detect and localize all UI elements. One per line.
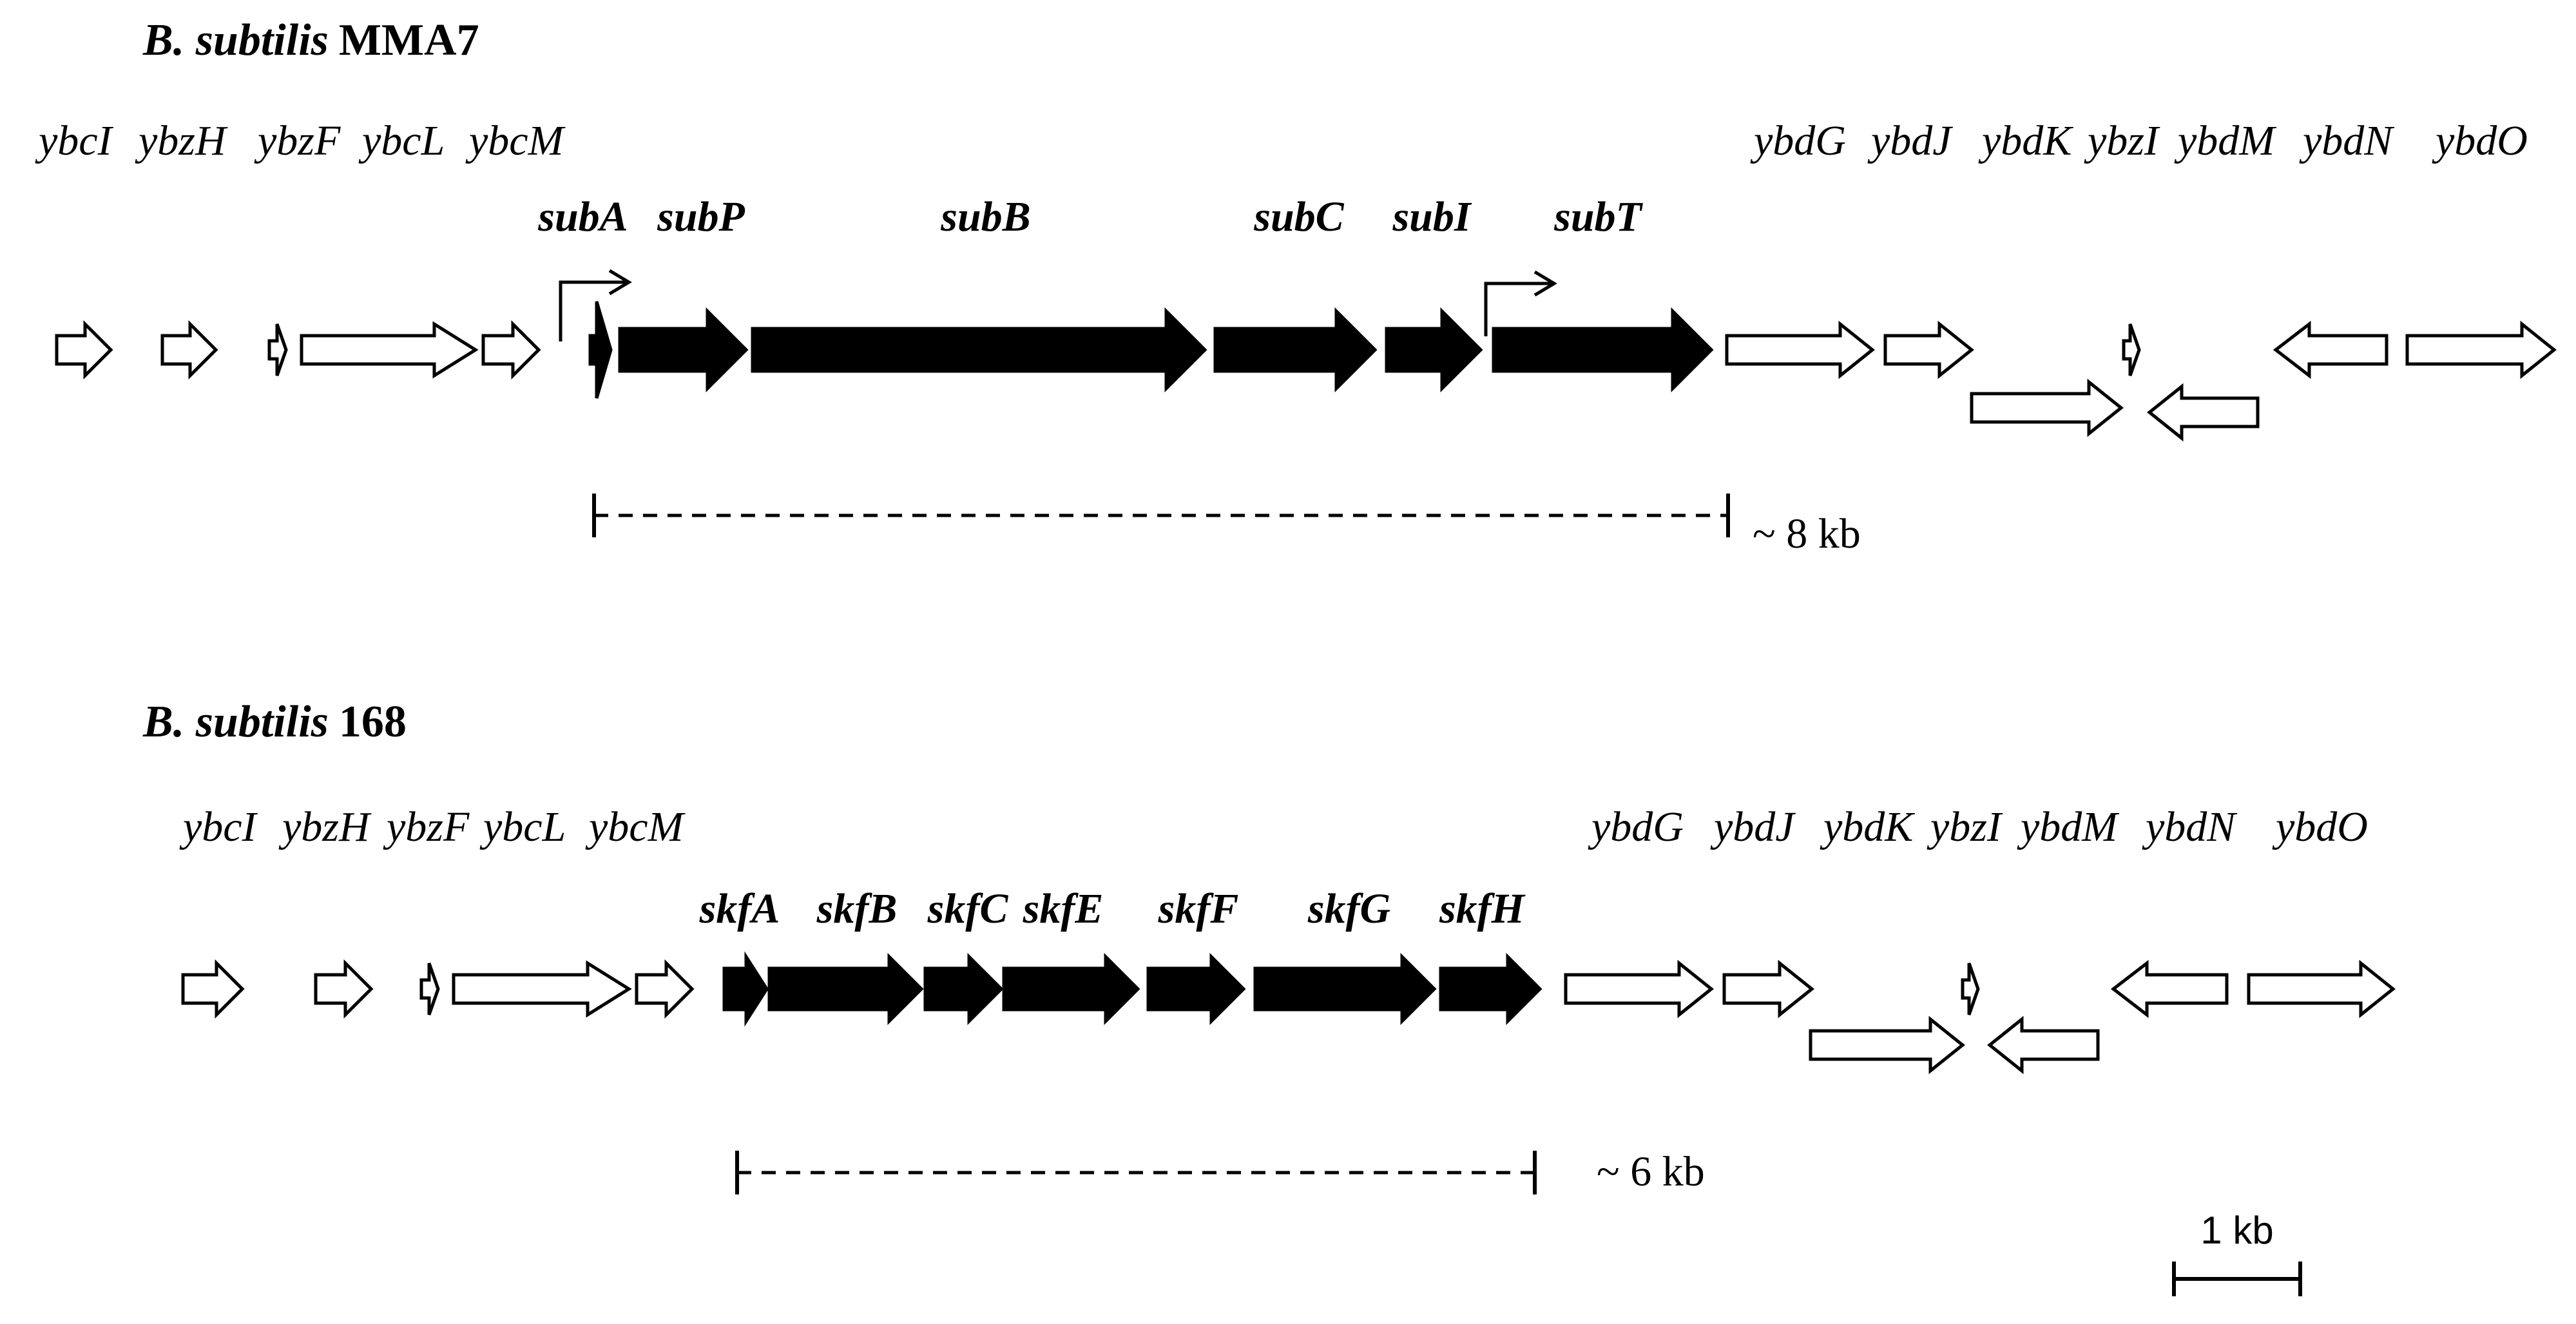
gene-label-downstream: ybdG [1750, 117, 1846, 164]
gene-arrow-subT [1492, 307, 1714, 393]
gene-label-downstream: ybdN [2299, 117, 2395, 164]
gene-arrow-subI [1385, 307, 1483, 393]
gene-arrow-subB [751, 307, 1207, 393]
species-name: B. subtilis [142, 697, 329, 747]
gene-label-cluster: skfC [927, 885, 1009, 932]
gene-arrow-skfB [767, 952, 924, 1026]
gene-arrow-ybzF [419, 963, 440, 1015]
gene-arrow-subC [1213, 307, 1378, 393]
gene-label-upstream: ybzH [135, 117, 228, 164]
gene-arrow-ybdN [2110, 959, 2229, 1019]
gene-arrow-ybdO [2405, 320, 2557, 379]
gene-label-cluster: skfF [1158, 885, 1239, 932]
gene-label-cluster: skfB [816, 885, 898, 932]
cluster-size-label: ~ 6 kb [1597, 1148, 1705, 1195]
gene-arrow-skfH [1439, 952, 1543, 1026]
gene-label-cluster: skfH [1439, 885, 1526, 932]
gene-arrow-ybcM [481, 320, 541, 380]
gene-label-downstream: ybzI [1927, 803, 2003, 850]
gene-label-cluster: skfE [1023, 885, 1104, 932]
gene-label-downstream: ybdG [1588, 803, 1684, 850]
gene-label-upstream: ybzF [254, 117, 341, 164]
gene-arrow-ybdK [1809, 1015, 1966, 1075]
gene-arrow-ybdJ [1883, 320, 1975, 379]
gene-label-upstream: ybcM [585, 803, 686, 850]
gene-arrow-ybdK [1970, 378, 2124, 437]
gene-label-upstream: ybcL [358, 117, 445, 164]
gene-arrow-skfG [1253, 952, 1437, 1026]
gene-label-upstream: ybcL [479, 803, 566, 850]
gene-arrow-ybdO [2247, 959, 2396, 1019]
gene-label-upstream: ybzH [278, 803, 372, 850]
gene-arrow-ybcI [55, 320, 113, 380]
gene-label-downstream: ybdJ [1710, 803, 1796, 850]
gene-label-downstream: ybdM [2174, 117, 2277, 164]
gene-label-downstream: ybdJ [1867, 117, 1953, 164]
gene-arrow-ybzF [267, 323, 288, 376]
gene-arrow-skfF [1146, 952, 1246, 1026]
gene-arrow-ybzI [2122, 323, 2141, 376]
gene-label-cluster: subP [657, 193, 745, 240]
gene-label-downstream: ybdO [2272, 803, 2368, 850]
gene-arrow-skfA [722, 951, 769, 1027]
gene-label-upstream: ybzF [383, 803, 470, 850]
scale-bar-label: 1 kb [2200, 1209, 2273, 1252]
gene-label-cluster: skfG [1307, 885, 1390, 932]
gene-arrow-ybdM [2146, 383, 2260, 442]
gene-label-downstream: ybzI [2084, 117, 2160, 164]
gene-arrow-ybcL [300, 321, 479, 379]
gene-label-cluster: subT [1553, 193, 1643, 240]
gene-arrow-ybcM [635, 959, 695, 1019]
gene-arrow-ybzI [1961, 963, 1980, 1015]
gene-arrow-ybdG [1564, 959, 1715, 1019]
gene-arrow-ybdN [2273, 320, 2389, 379]
scale-bar: 1 kb [2172, 1209, 2302, 1296]
gene-arrow-ybzH [160, 320, 218, 380]
gene-arrow-ybzH [314, 959, 374, 1019]
gene-arrow-ybdM [1986, 1015, 2100, 1075]
promoter-arrow [1484, 270, 1557, 336]
gene-label-upstream: ybcI [179, 803, 258, 850]
species-name: B. subtilis [142, 15, 329, 65]
gene-arrow-ybcL [452, 960, 632, 1018]
gene-arrow-ybcI [181, 959, 245, 1019]
gene-label-cluster: subB [940, 193, 1030, 240]
gene-label-cluster: subA [537, 193, 628, 240]
gene-label-downstream: ybdO [2432, 117, 2528, 164]
gene-arrow-ybdJ [1722, 959, 1815, 1019]
gene-label-cluster: subC [1253, 193, 1344, 240]
gene-label-cluster: skfA [699, 885, 780, 932]
cluster-size-bar [735, 1151, 1537, 1194]
gene-label-downstream: ybdM [2017, 803, 2120, 850]
gene-label-upstream: ybcI [35, 117, 114, 164]
cluster-size-bar [592, 494, 1730, 537]
gene-label-cluster: subI [1392, 193, 1472, 240]
strain-name: MMA7 [339, 15, 479, 65]
promoter-arrow [559, 269, 632, 341]
gene-label-downstream: ybdK [1978, 117, 2073, 164]
gene-arrow-subA [588, 301, 613, 399]
gene-arrow-skfE [1002, 952, 1140, 1026]
gene-label-upstream: ybcM [465, 117, 566, 164]
cluster-size-label: ~ 8 kb [1753, 510, 1861, 557]
gene-arrow-subP [618, 307, 749, 393]
gene-arrow-skfC [923, 952, 1004, 1026]
strain-name: 168 [339, 697, 407, 747]
gene-label-downstream: ybdN [2142, 803, 2238, 850]
gene-label-downstream: ybdK [1820, 803, 1915, 850]
gene-arrow-ybdG [1725, 320, 1876, 379]
